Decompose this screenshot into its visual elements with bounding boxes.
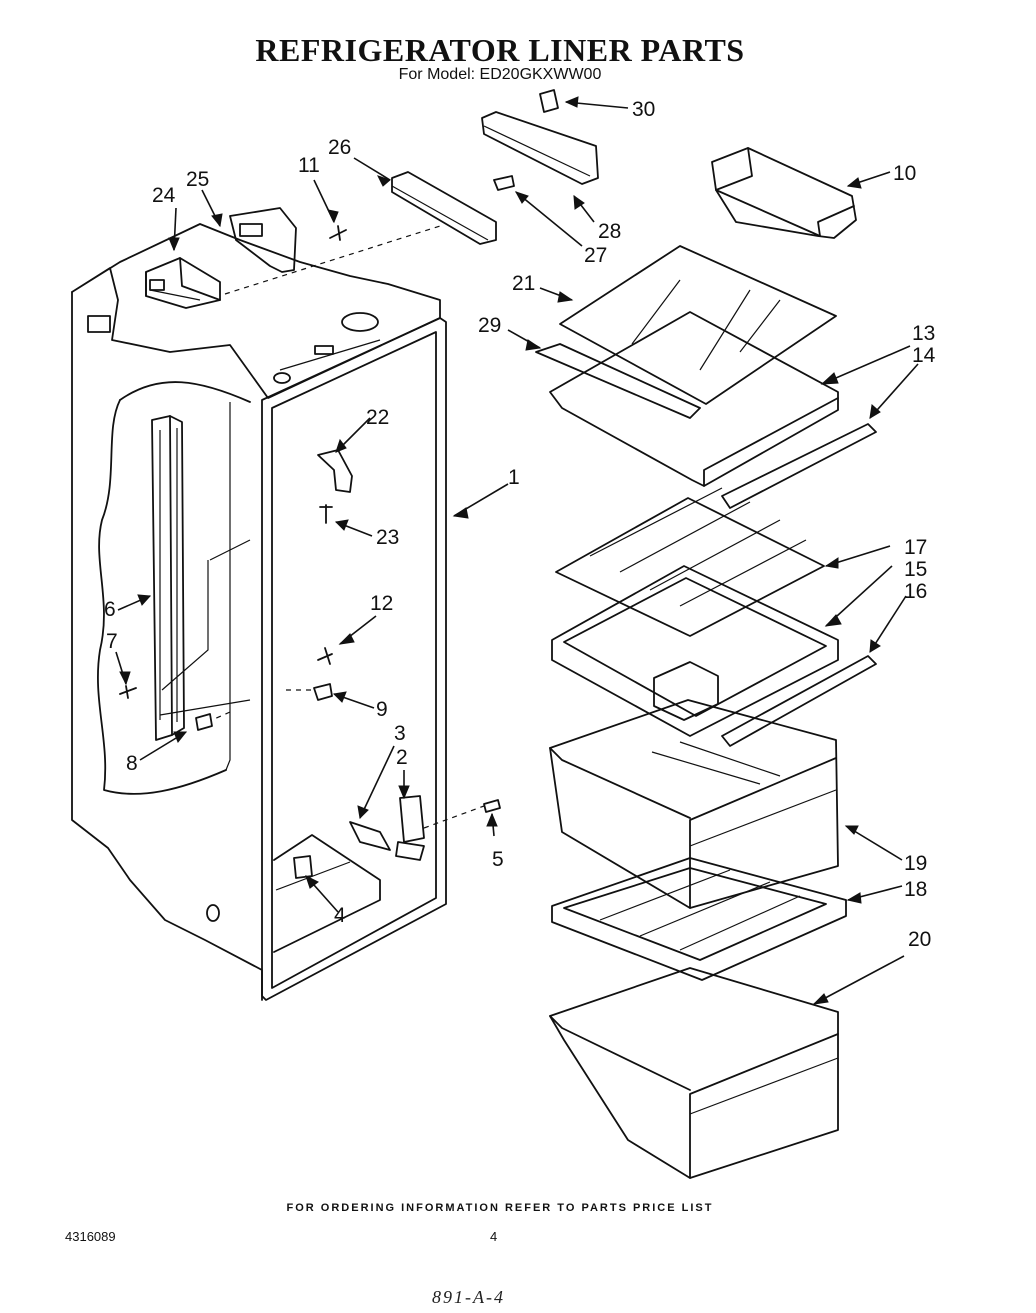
door-bin-drawing [711,147,857,239]
callout-5: 5 [492,848,504,871]
callout-23: 23 [376,526,399,549]
callout-10: 10 [893,162,916,185]
shelves-drawing [535,245,877,1179]
leader-lines [115,101,919,1005]
top-components-drawing [145,89,599,309]
callout-26: 26 [328,136,351,159]
callout-18: 18 [904,878,927,901]
callout-11: 11 [298,154,320,177]
callout-4: 4 [334,904,346,927]
liner-cabinet-drawing [71,223,501,1001]
arrowheads [119,96,881,1005]
callout-22: 22 [366,406,389,429]
callout-19: 19 [904,852,927,875]
callout-13: 13 [912,322,935,345]
page-title: REFRIGERATOR LINER PARTS [255,32,745,68]
callout-24: 24 [152,184,176,207]
callout-numbers: 30 10 26 11 25 24 28 27 21 29 13 14 22 1… [104,98,936,951]
document-number: 4316089 [65,1229,116,1244]
callout-27: 27 [584,244,607,267]
callout-8: 8 [126,752,138,775]
callout-28: 28 [598,220,621,243]
page-number: 4 [490,1229,498,1244]
callout-17: 17 [904,536,927,559]
callout-2: 2 [396,746,408,769]
handwritten-note: 891-A-4 [432,1287,505,1307]
callout-29: 29 [478,314,501,337]
callout-3: 3 [394,722,406,745]
callout-15: 15 [904,558,927,581]
callout-20: 20 [908,928,931,951]
callout-14: 14 [912,344,936,367]
model-line: For Model: ED20GKXWW00 [398,66,602,83]
ordering-note: FOR ORDERING INFORMATION REFER TO PARTS … [286,1202,714,1214]
callout-12: 12 [370,592,393,615]
callout-21: 21 [512,272,535,295]
callout-7: 7 [106,630,118,653]
callout-25: 25 [186,168,209,191]
callout-16: 16 [904,580,927,603]
callout-9: 9 [376,698,388,721]
callout-6: 6 [104,598,116,621]
callout-30: 30 [632,98,655,121]
callout-1: 1 [508,466,520,489]
